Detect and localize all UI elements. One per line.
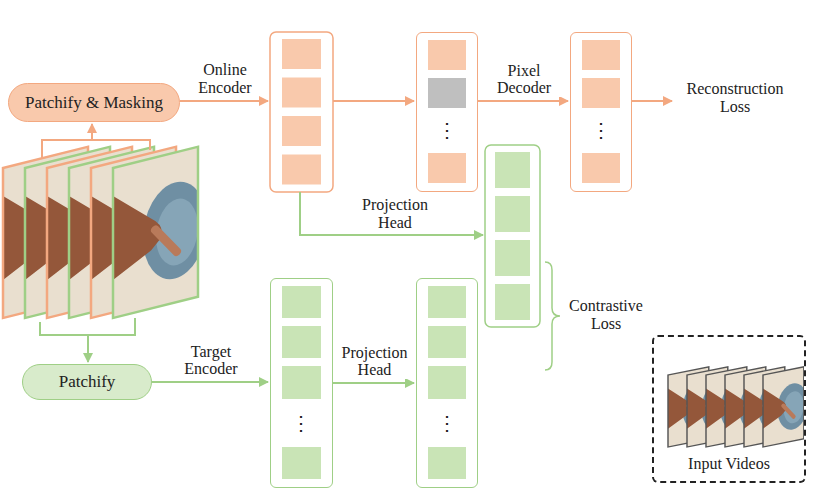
token-square	[428, 286, 466, 318]
inset-caption: Input Videos	[654, 455, 804, 473]
stage-label: Reconstruction Loss	[680, 80, 790, 115]
stage-label: Online Encoder	[185, 61, 265, 96]
edge-label: Target Encoder	[171, 343, 251, 378]
token-square	[282, 326, 321, 358]
ellipsis: ⋮	[571, 116, 630, 146]
token-square	[428, 366, 466, 398]
token-column: ⋮	[570, 32, 632, 192]
patchify-step: Patchify	[22, 364, 152, 400]
token-square	[428, 40, 466, 70]
token-square	[428, 447, 466, 479]
step-label: Patchify	[59, 372, 116, 392]
flow-arrow	[152, 381, 268, 383]
token-square	[428, 326, 466, 358]
token-column: ⋮	[416, 278, 478, 488]
ellipsis: ⋮	[417, 116, 476, 146]
stage-label: Contrastive Loss	[566, 297, 646, 332]
video-frames	[654, 337, 804, 457]
token-square	[582, 40, 620, 70]
token-square	[282, 447, 321, 479]
stage-label: Projection Head	[355, 196, 435, 231]
token-square	[428, 153, 466, 183]
ellipsis: ⋮	[417, 407, 476, 439]
step-label: Patchify & Masking	[25, 93, 163, 113]
edge-label: Pixel Decoder	[484, 62, 564, 97]
flow-arrow	[478, 100, 568, 102]
token-square	[428, 78, 466, 108]
video-inset: Input Videos	[652, 335, 806, 483]
masking-step: Patchify & Masking	[8, 83, 180, 122]
token-square	[582, 153, 620, 183]
token-square	[582, 78, 620, 108]
token-column: ⋮	[270, 278, 333, 488]
token-square	[282, 286, 321, 318]
edge-label: Projection Head	[335, 344, 414, 379]
ellipsis: ⋮	[271, 407, 331, 439]
flow-arrow	[333, 382, 414, 384]
token-column: ⋮	[416, 32, 478, 192]
token-square	[282, 366, 321, 398]
